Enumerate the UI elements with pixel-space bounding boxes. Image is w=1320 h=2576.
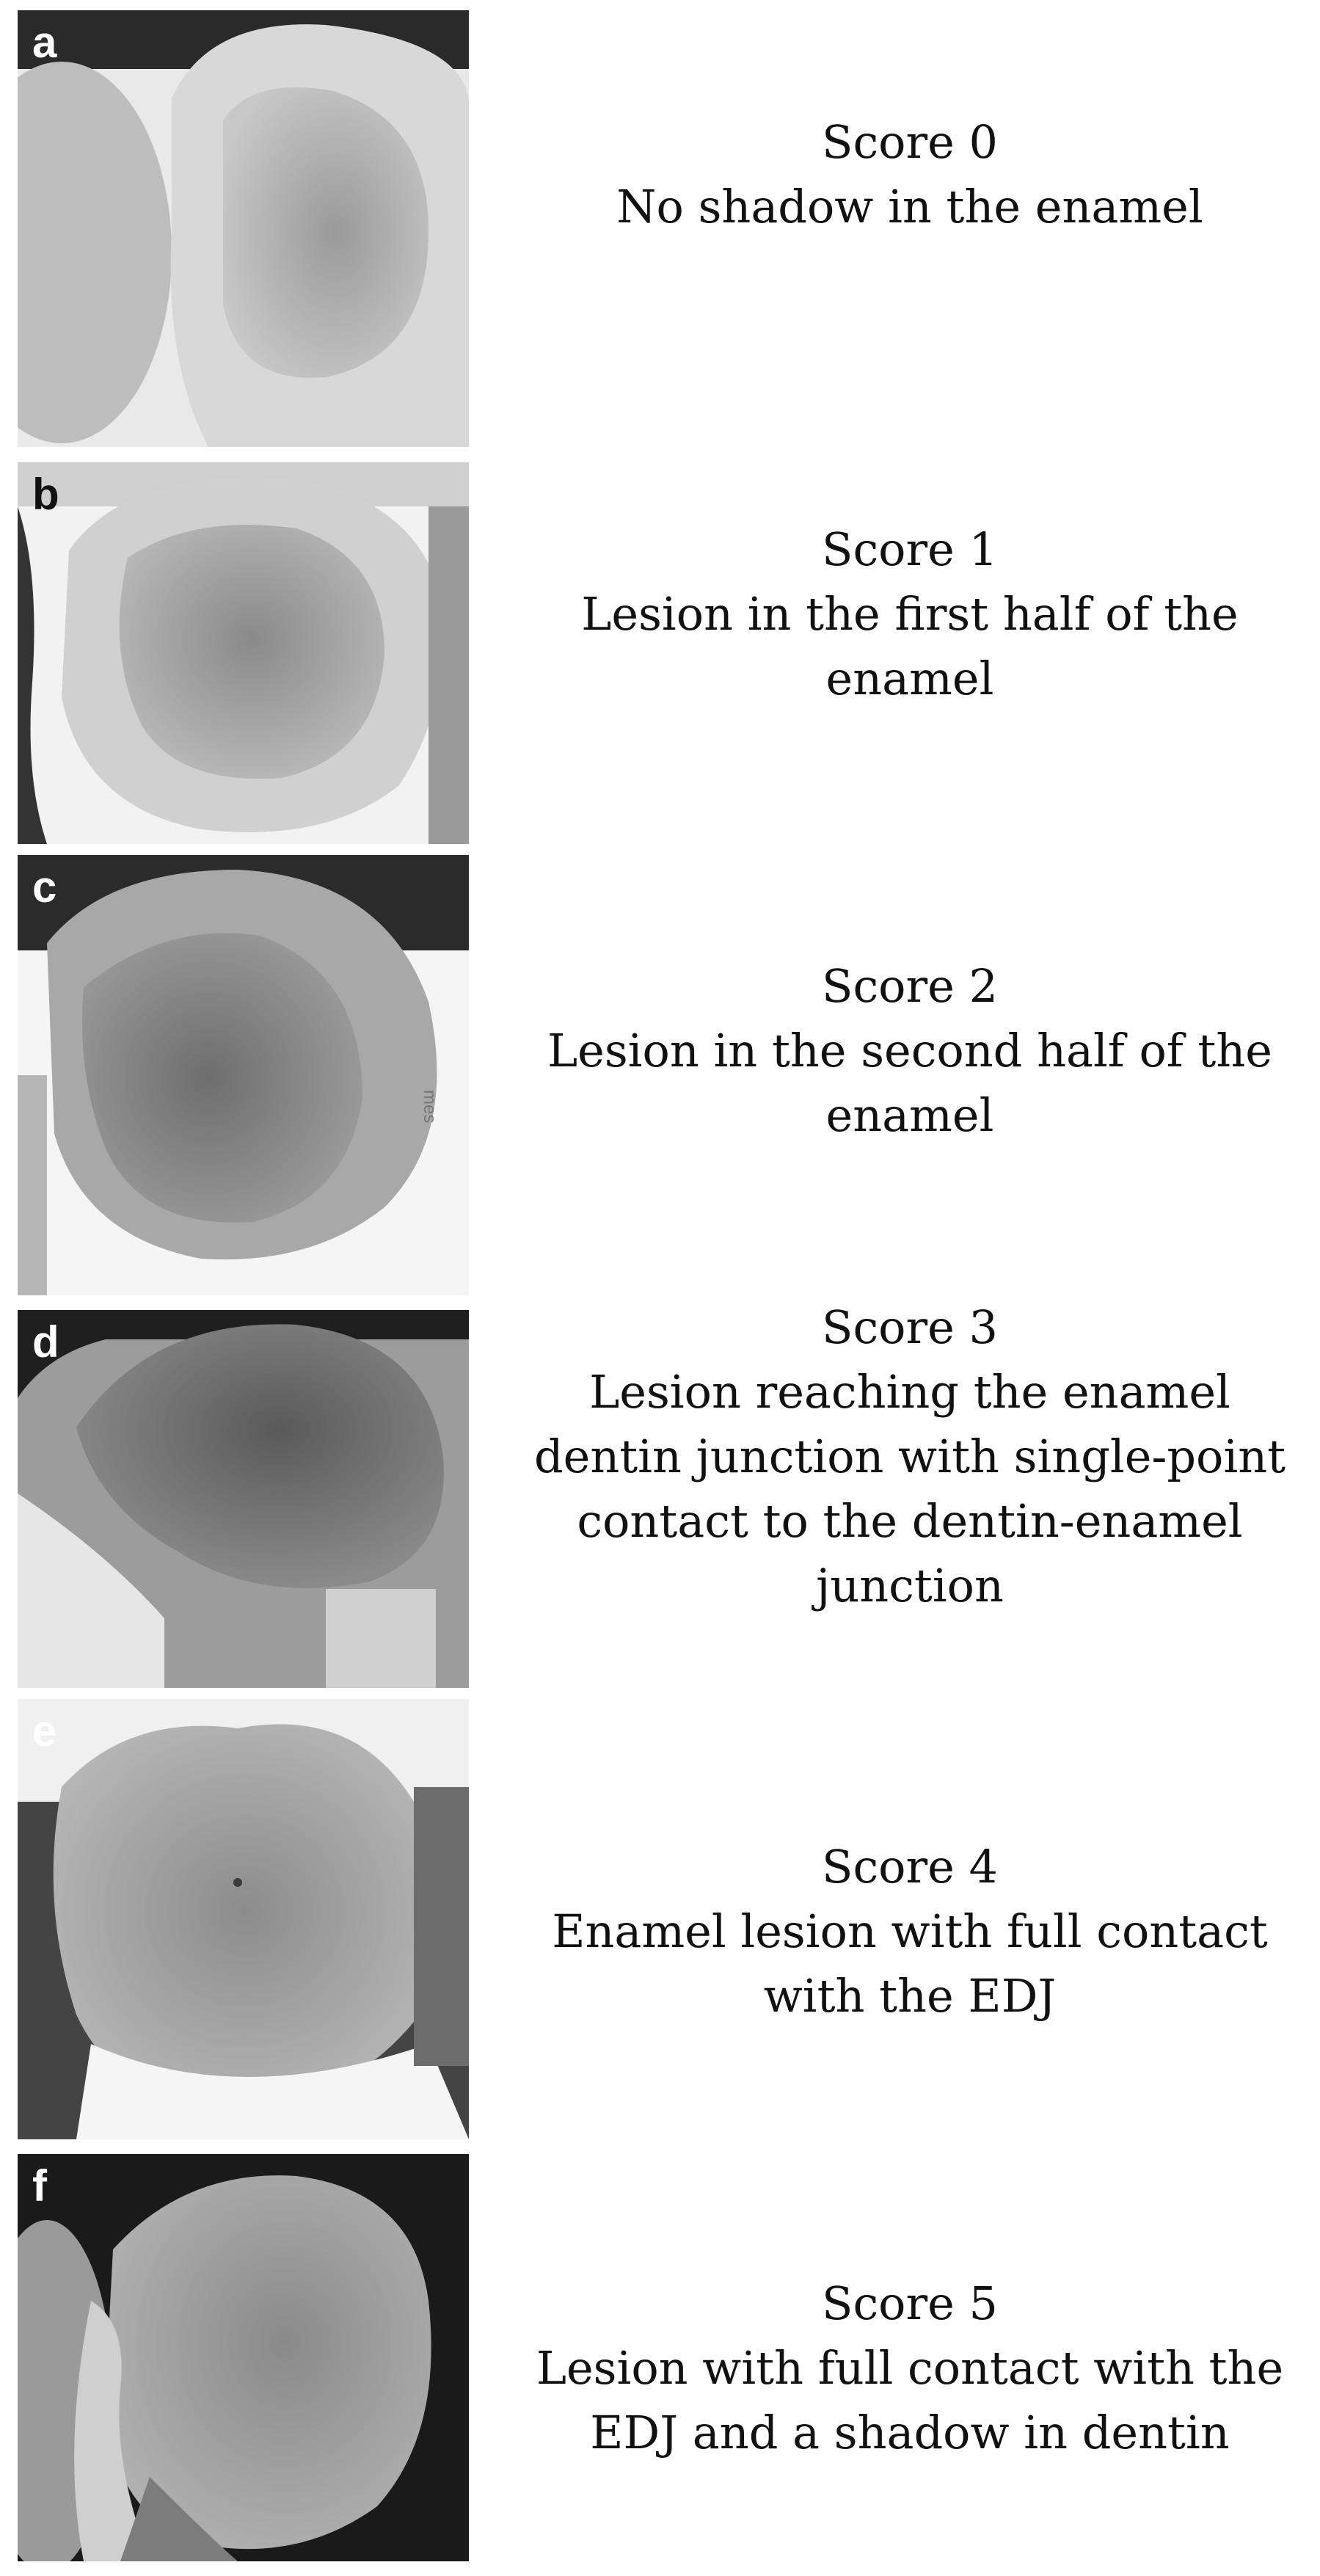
- caption-line: contact to the dentin-enamel: [577, 1494, 1243, 1548]
- caption-line: Enamel lesion with full contact: [552, 1904, 1268, 1958]
- score-label: Score 4: [821, 1840, 998, 1893]
- caption-line: No shadow in the enamel: [616, 180, 1203, 233]
- tooth-image-d: d: [18, 1310, 469, 1688]
- tooth-photo-f: [18, 2154, 469, 2561]
- caption-score-2: Score 2 Lesion in the second half of the…: [514, 954, 1306, 1148]
- caption-line: dentin junction with single-point: [533, 1430, 1286, 1483]
- tooth-image-e: e: [18, 1699, 469, 2139]
- caption-score-0: Score 0 No shadow in the enamel: [514, 110, 1306, 239]
- score-label: Score 0: [821, 115, 998, 169]
- caption-score-5: Score 5 Lesion with full contact with th…: [514, 2271, 1306, 2465]
- caption-score-3: Score 3 Lesion reaching the enamel denti…: [514, 1295, 1306, 1618]
- score-label: Score 1: [821, 523, 998, 576]
- tooth-image-c: c mes: [18, 855, 469, 1295]
- caption-score-4: Score 4 Enamel lesion with full contact …: [514, 1835, 1306, 2029]
- tooth-photo-c: [18, 855, 469, 1295]
- tooth-image-b: b: [18, 462, 469, 844]
- score-label: Score 2: [821, 959, 998, 1013]
- caption-line: enamel: [825, 652, 994, 705]
- tooth-image-f: f: [18, 2154, 469, 2561]
- tooth-photo-a: [18, 10, 469, 447]
- caption-line: EDJ and a shadow in dentin: [590, 2406, 1230, 2459]
- tooth-photo-d: [18, 1310, 469, 1688]
- watermark-text: mes: [420, 1090, 440, 1124]
- tooth-photo-e: [18, 1699, 469, 2139]
- caption-line: junction: [816, 1559, 1004, 1612]
- caption-line: enamel: [825, 1088, 994, 1142]
- caption-score-1: Score 1 Lesion in the first half of the …: [514, 517, 1306, 711]
- panel-letter-b: b: [32, 470, 59, 519]
- panel-letter-c: c: [32, 862, 57, 912]
- caption-line: Lesion in the second half of the: [547, 1024, 1272, 1077]
- caption-line: Lesion with full contact with the: [536, 2341, 1284, 2395]
- panel-letter-f: f: [32, 2161, 47, 2211]
- score-label: Score 3: [821, 1300, 998, 1354]
- caption-line: Lesion in the first half of the: [581, 587, 1239, 641]
- panel-letter-a: a: [32, 18, 57, 67]
- score-label: Score 5: [821, 2277, 998, 2330]
- panel-letter-d: d: [32, 1317, 59, 1367]
- caption-line: with the EDJ: [763, 1969, 1057, 2023]
- caption-line: Lesion reaching the enamel: [589, 1365, 1230, 1419]
- panel-letter-e: e: [32, 1706, 57, 1755]
- tooth-photo-b: [18, 462, 469, 844]
- tooth-image-a: a: [18, 10, 469, 447]
